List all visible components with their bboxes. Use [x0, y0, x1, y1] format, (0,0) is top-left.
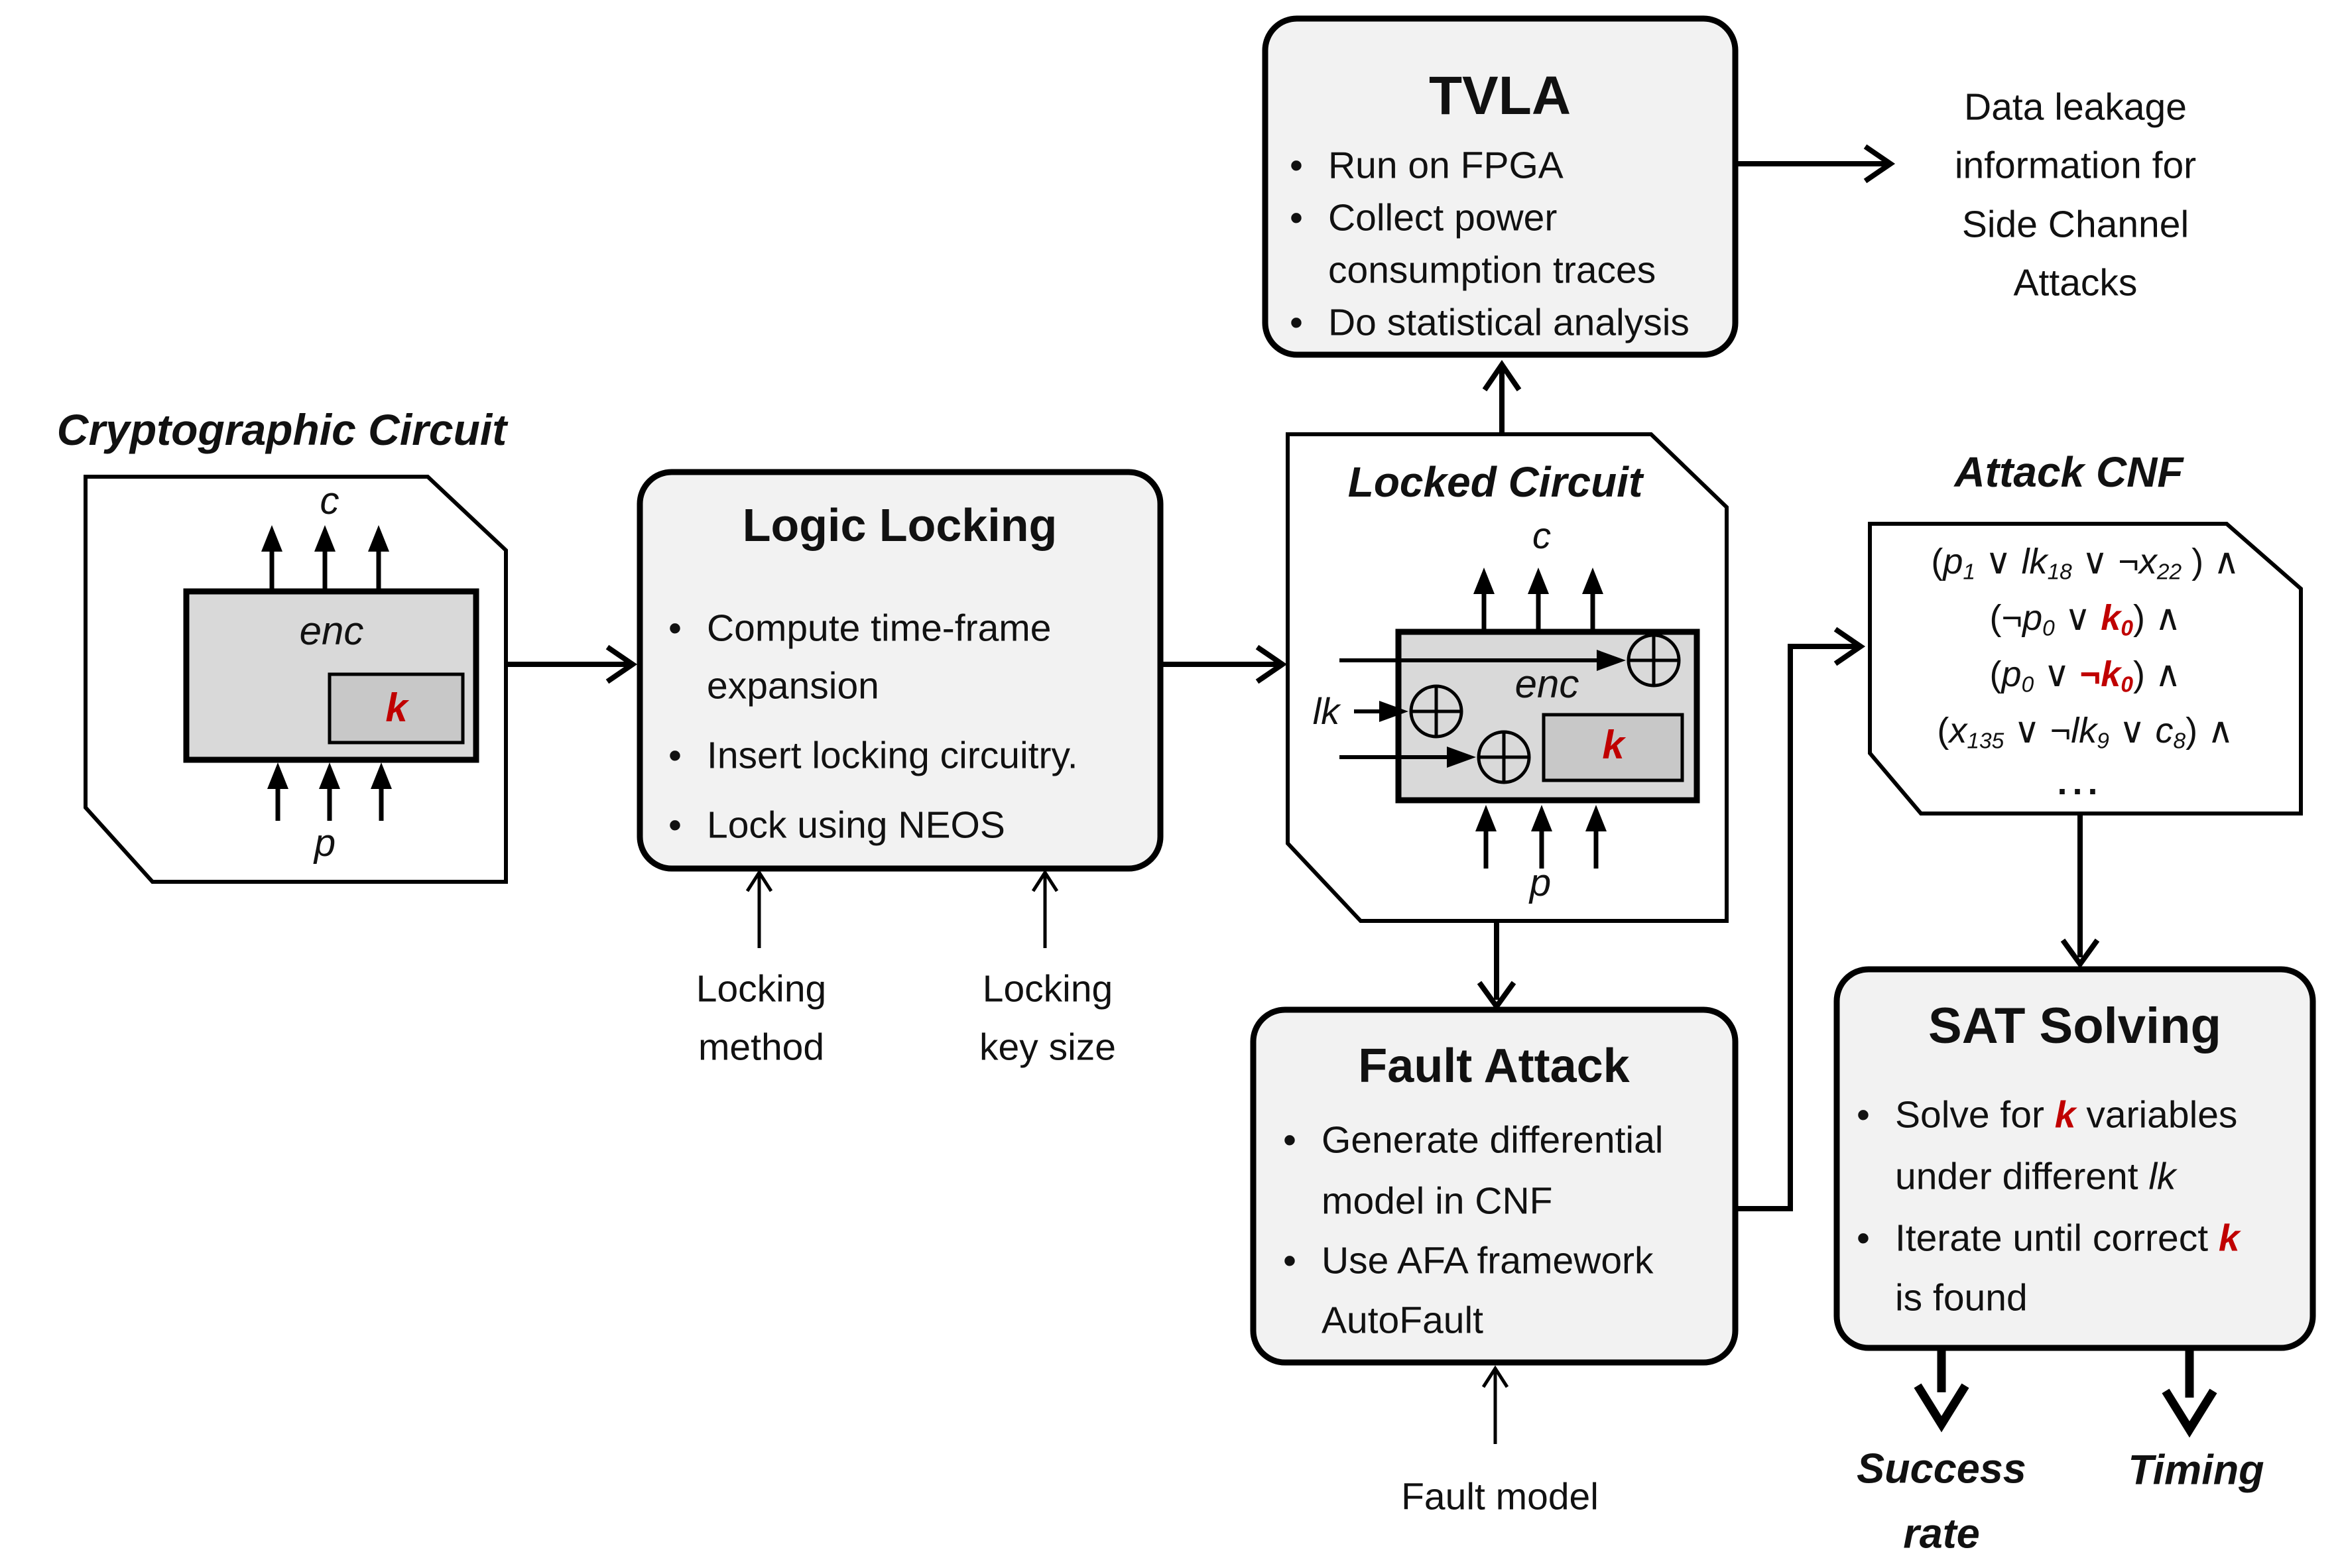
- sat-bullet-2b: is found: [1857, 1276, 2028, 1319]
- bullet-text: Lock using NEOS: [707, 804, 1005, 847]
- crypto-circuit-title: Cryptographic Circuit: [56, 405, 507, 454]
- logic-locking-bullet-2: • Insert locking circuitry.: [668, 737, 1078, 775]
- bullet-text: Insert locking circuitry.: [707, 734, 1078, 777]
- attack-cnf-outline: [1868, 522, 2303, 815]
- fault-attack-bullet-2b: AutoFault: [1283, 1299, 1483, 1342]
- crypto-input-arrows: [267, 762, 392, 821]
- locking-method-label: Locking method: [696, 960, 826, 1077]
- fault-attack-title: Fault Attack: [1358, 1040, 1630, 1093]
- logic-locking-title: Logic Locking: [742, 499, 1058, 551]
- fault-model-label: Fault model: [1401, 1475, 1599, 1518]
- tvla-bullet-2b: consumption traces: [1290, 249, 1656, 292]
- bullet-icon: •: [668, 734, 682, 777]
- crypto-input-label: p: [314, 821, 336, 865]
- bullet-icon: •: [1290, 301, 1303, 344]
- bullet-icon: •: [1283, 1118, 1296, 1162]
- logic-locking-bullet-1b: expansion: [668, 664, 879, 707]
- bullet-text: Solve for k variables: [1895, 1093, 2238, 1136]
- cnf-clause-3: (p0 ∨ ¬k0) ∧: [1989, 654, 2182, 697]
- locked-key-block: [1542, 713, 1684, 782]
- note-line: Data leakage: [1964, 86, 2187, 129]
- fault-attack-box: [1250, 1006, 1739, 1366]
- locking-method-line1: Locking: [696, 967, 827, 1010]
- tvla-bullet-3: • Do statistical analysis: [1290, 304, 1690, 342]
- bullet-text: Generate differential: [1322, 1118, 1664, 1162]
- note-line: Side Channel: [1961, 203, 2189, 245]
- note-line: Attacks: [2013, 261, 2138, 304]
- tvla-bullet-1: • Run on FPGA: [1290, 147, 1564, 185]
- bullet-text: Compute time-frame: [707, 607, 1052, 650]
- locked-output-label: c: [1532, 514, 1551, 556]
- locked-input-label: p: [1529, 861, 1552, 904]
- timing-label: Timing: [2128, 1447, 2264, 1494]
- crypto-output-label: c: [320, 479, 339, 522]
- bullet-text: Use AFA framework: [1322, 1239, 1654, 1282]
- cnf-clause-1: (p1 ∨ lk18 ∨ ¬x22 ) ∧: [1931, 541, 2240, 585]
- note-line: information for: [1954, 144, 2197, 187]
- sat-solving-box: [1833, 966, 2316, 1351]
- sat-bullet-2: • Iterate until correct k: [1857, 1217, 2240, 1260]
- crypto-key-block: [328, 672, 465, 745]
- cnf-clause-4: (x135 ∨ ¬lk9 ∨ c8) ∧: [1937, 710, 2234, 754]
- logic-locking-bullet-1: • Compute time-frame: [668, 607, 1052, 650]
- cnf-clause-2: (¬p0 ∨ k0) ∧: [1989, 597, 2182, 641]
- crypto-key-label: k: [385, 686, 408, 730]
- flow-arrows: [507, 144, 2100, 1211]
- tvla-bullet-2: • Collect power: [1290, 196, 1558, 239]
- bullet-text: AutoFault: [1322, 1299, 1483, 1342]
- bullet-icon: •: [668, 804, 682, 847]
- bullet-icon: •: [668, 607, 682, 650]
- bullet-text: model in CNF: [1322, 1179, 1553, 1223]
- bullet-text: consumption traces: [1328, 249, 1656, 292]
- bullet-text: under different lk: [1895, 1155, 2176, 1198]
- cnf-ellipsis: ...: [2057, 762, 2103, 802]
- result-arrows: [1914, 1349, 2217, 1438]
- bullet-icon: •: [1290, 196, 1303, 239]
- bullet-text: Iterate until correct k: [1895, 1217, 2240, 1260]
- bullet-text: Collect power: [1328, 196, 1558, 239]
- locked-circuit-title: Locked Circuit: [1347, 458, 1643, 506]
- locked-output-arrows: [1473, 568, 1603, 631]
- logic-locking-box: [637, 469, 1164, 872]
- bullet-text: Run on FPGA: [1328, 144, 1564, 187]
- attack-cnf-title: Attack CNF: [1954, 448, 2184, 496]
- locking-method-line2: method: [698, 1026, 825, 1069]
- bullet-icon: •: [1283, 1239, 1296, 1282]
- xor-gates: [1409, 633, 1681, 784]
- locked-enc-label: enc: [1514, 662, 1579, 706]
- crypto-output-arrows: [261, 525, 389, 590]
- bullet-icon: •: [1857, 1093, 1870, 1136]
- tvla-title: TVLA: [1428, 66, 1571, 126]
- sat-solving-title: SAT Solving: [1928, 998, 2221, 1054]
- parameter-arrows: [745, 869, 1509, 1444]
- sat-bullet-1b: under different lk: [1857, 1158, 2176, 1196]
- locked-keybit-arrows: [1339, 650, 1626, 768]
- locked-key-label: k: [1602, 723, 1625, 767]
- locking-key-size-line2: key size: [979, 1026, 1116, 1069]
- bullet-text: is found: [1895, 1276, 2028, 1319]
- fault-attack-bullet-1b: model in CNF: [1283, 1179, 1553, 1223]
- locked-input-arrows: [1475, 805, 1607, 869]
- side-channel-note: Data leakage information for Side Channe…: [1955, 78, 2196, 312]
- bullet-text: expansion: [707, 664, 879, 707]
- locking-key-size-line1: Locking: [982, 967, 1113, 1010]
- success-rate-label: Success rate: [1857, 1437, 2026, 1566]
- bullet-icon: •: [1290, 144, 1303, 187]
- bullet-icon: •: [1857, 1217, 1870, 1260]
- logic-locking-bullet-3: • Lock using NEOS: [668, 804, 1005, 847]
- success-line2: rate: [1903, 1510, 1980, 1557]
- fault-attack-bullet-1: • Generate differential: [1283, 1118, 1664, 1162]
- fault-attack-bullet-2: • Use AFA framework: [1283, 1242, 1654, 1280]
- locked-lk-label: lk: [1312, 690, 1340, 732]
- success-line1: Success: [1857, 1445, 2026, 1492]
- sat-bullet-1: • Solve for k variables: [1857, 1093, 2238, 1136]
- bullet-text: Do statistical analysis: [1328, 301, 1690, 344]
- tvla-box: [1262, 15, 1739, 358]
- locking-key-size-label: Locking key size: [979, 960, 1116, 1077]
- crypto-enc-label: enc: [299, 609, 364, 653]
